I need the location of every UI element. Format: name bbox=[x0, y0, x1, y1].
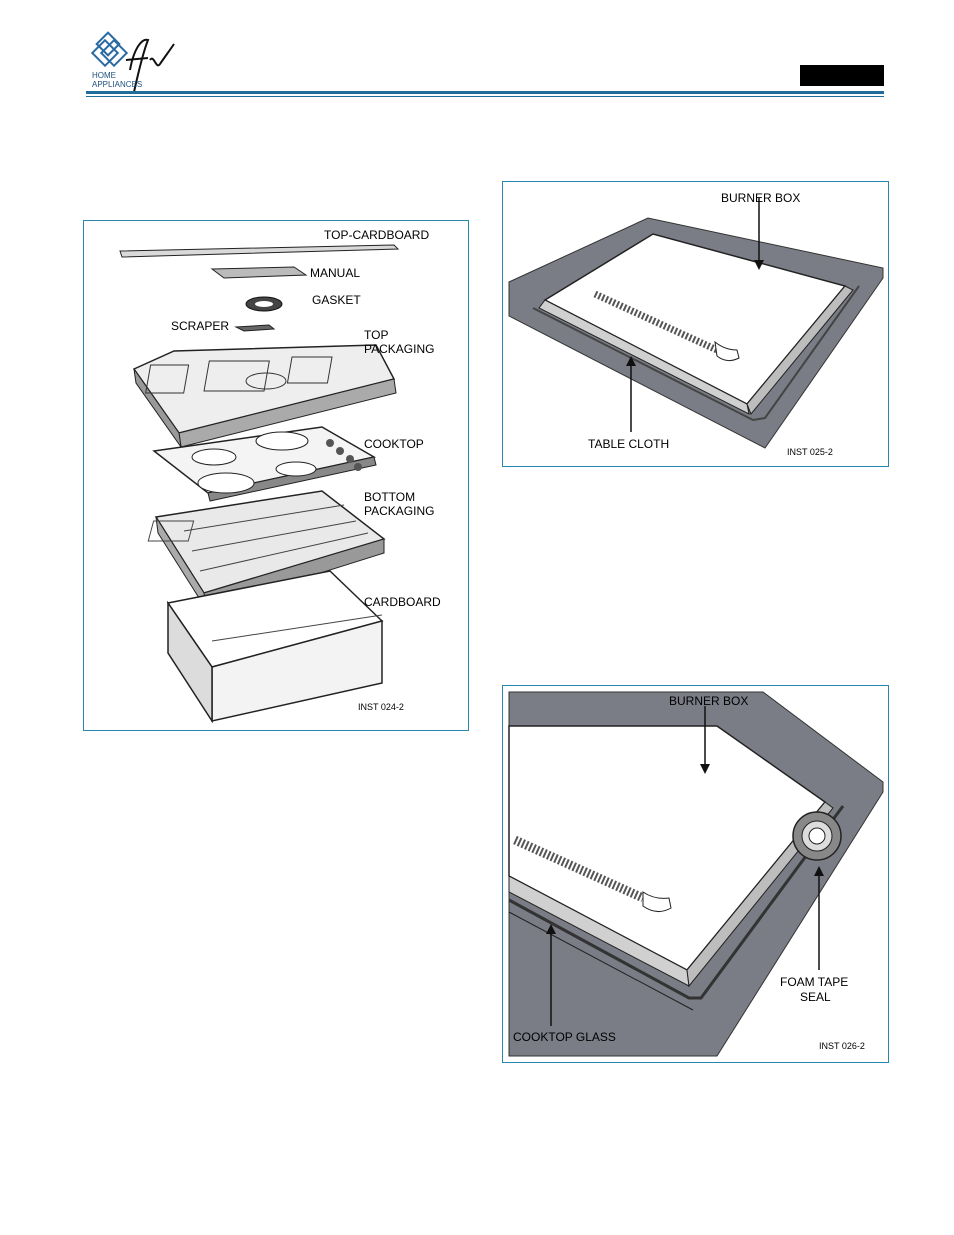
logo-line-1: HOME bbox=[92, 71, 116, 80]
label-cooktop-glass: COOKTOP GLASS bbox=[513, 1030, 616, 1044]
label-bottom-packaging-2: PACKAGING bbox=[364, 504, 435, 518]
label-foam-tape-1: FOAM TAPE bbox=[780, 975, 849, 989]
figure-code: INST 025-2 bbox=[787, 447, 833, 457]
label-cooktop: COOKTOP bbox=[364, 437, 424, 451]
label-foam-tape-2: SEAL bbox=[800, 990, 831, 1004]
logo-diamond-icon bbox=[90, 31, 175, 93]
figure-code: INST 024-2 bbox=[358, 702, 404, 712]
label-gasket: GASKET bbox=[312, 293, 361, 307]
label-top-packaging-1: TOP bbox=[364, 328, 389, 342]
figure-burner-box-table: BURNER BOX TABLE CLOTH INST 025-2 bbox=[502, 181, 889, 467]
logo-line-2: APPLIANCES bbox=[92, 80, 143, 89]
label-manual: MANUAL bbox=[310, 266, 361, 280]
table-cloth-illustration bbox=[508, 198, 884, 449]
foam-tape-illustration bbox=[508, 691, 884, 1057]
label-table-cloth: TABLE CLOTH bbox=[588, 437, 670, 451]
label-cardboard: CARDBOARD bbox=[364, 595, 441, 609]
header-rule-thin bbox=[86, 96, 884, 97]
brand-logo: HOME APPLIANCES bbox=[86, 30, 186, 98]
section-tab bbox=[800, 65, 884, 86]
label-top-cardboard: TOP-CARDBOARD bbox=[324, 228, 430, 242]
label-bottom-packaging-1: BOTTOM bbox=[364, 490, 416, 504]
label-burner-box: BURNER BOX bbox=[669, 694, 749, 708]
packaging-illustration bbox=[119, 244, 400, 724]
label-top-packaging-2: PACKAGING bbox=[364, 342, 435, 356]
label-scraper: SCRAPER bbox=[171, 319, 230, 333]
figure-foam-tape-seal: BURNER BOX FOAM TAPE SEAL COOKTOP GLASS … bbox=[502, 685, 889, 1063]
figure-packaging: TOP-CARDBOARD MANUAL GASKET SCRAPER TOP … bbox=[83, 220, 469, 731]
figure-code: INST 026-2 bbox=[819, 1041, 865, 1051]
label-burner-box: BURNER BOX bbox=[721, 191, 801, 205]
header-rule-thick bbox=[86, 91, 884, 94]
